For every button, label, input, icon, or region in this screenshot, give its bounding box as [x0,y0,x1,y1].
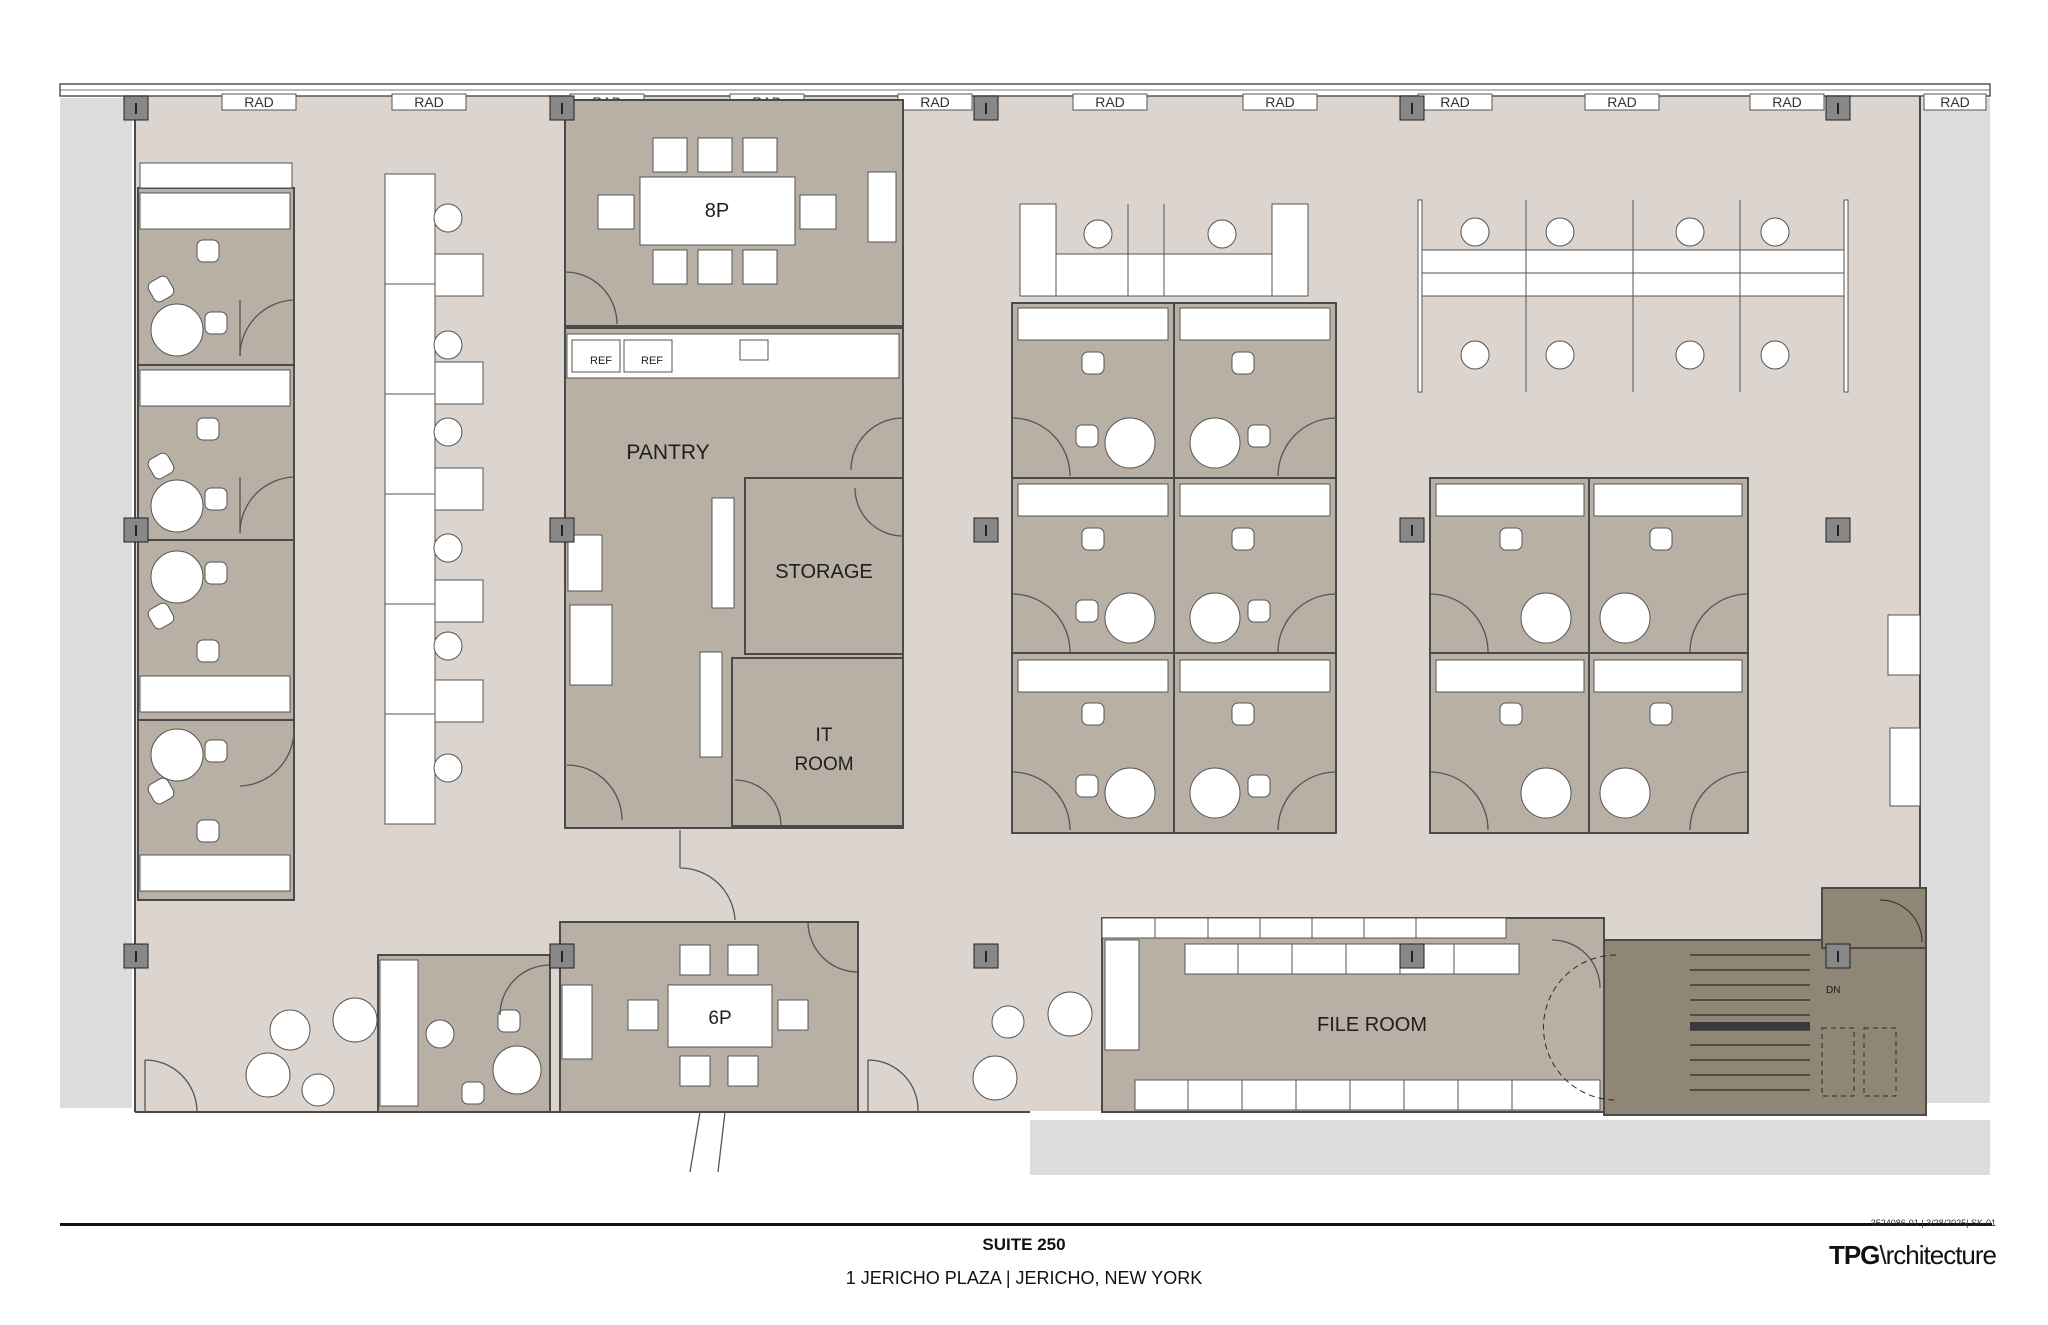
drawing-address: 1 JERICHO PLAZA | JERICHO, NEW YORK [845,1268,1203,1288]
right-benching [1417,199,1849,393]
room-label-it: IT [816,725,833,746]
svg-text:I: I [1410,101,1414,118]
radiator-label: RAD [1440,94,1470,110]
radiator-label: RAD [414,94,444,110]
conference-room-8p [564,99,904,327]
radiator-label: RAD [1265,94,1295,110]
svg-text:I: I [1410,523,1414,540]
right-offices [1429,477,1749,834]
brand-logo-rest: \rchitecture [1879,1240,1997,1270]
svg-text:I: I [984,949,988,966]
exterior-bottom [1030,1120,1990,1175]
radiators: RAD RAD RAD RAD RAD RAD RAD RAD RAD RAD … [221,93,1987,111]
svg-text:I: I [134,523,138,540]
svg-text:I: I [984,101,988,118]
stair-down-label: DN [1826,985,1840,996]
copier [1887,614,1921,676]
radiator-label: RAD [920,94,950,110]
svg-text:I: I [560,523,564,540]
radiator-label: RAD [1095,94,1125,110]
exterior-left [60,98,132,1108]
room-label-file-room: FILE ROOM [1317,1014,1427,1036]
credenza [1889,727,1921,807]
radiator-label: RAD [1607,94,1637,110]
svg-text:I: I [560,101,564,118]
radiator-label: RAD [244,94,274,110]
entry-doors [144,1059,919,1173]
left-workstations [384,173,484,825]
left-offices [137,162,295,901]
room-label-8p: 8P [705,200,729,222]
svg-text:I: I [984,523,988,540]
it-room [731,657,904,827]
center-offices [1011,302,1337,834]
svg-text:I: I [560,949,564,966]
room-label-pantry: PANTRY [626,441,709,464]
brand-logo: TPG\rchitecture [1828,1240,1997,1271]
room-label-6p: 6P [708,1008,731,1029]
sheet-reference: 3524086-01 | 3/28/2025| SK-01 [1870,1218,1996,1228]
svg-text:I: I [1836,101,1840,118]
conference-room-6p [559,921,859,1113]
room-label-storage: STORAGE [775,561,872,583]
radiator-label: RAD [1940,94,1970,110]
file-room [1101,917,1605,1113]
lounge-seating [245,991,1093,1107]
svg-text:I: I [134,101,138,118]
storage-room [744,477,904,655]
drawing-title: SUITE 250 [982,1235,1066,1254]
bottom-office [377,954,551,1113]
radiator-label: RAD [1772,94,1802,110]
refrigerator-label: REF [590,355,612,367]
svg-text:I: I [1836,949,1840,966]
exterior-right [1920,98,1990,1103]
refrigerator-label: REF [641,355,663,367]
room-label-it-2: ROOM [794,754,853,775]
brand-logo-bold: TPG [1828,1240,1880,1270]
stairwell [1543,887,1927,1116]
center-benching [1019,203,1309,297]
title-block-rule [60,1223,1992,1226]
svg-text:I: I [134,949,138,966]
svg-text:I: I [1836,523,1840,540]
svg-text:I: I [1410,949,1414,966]
building-columns: I I I I I I I I I I I I I I I [123,95,1851,969]
